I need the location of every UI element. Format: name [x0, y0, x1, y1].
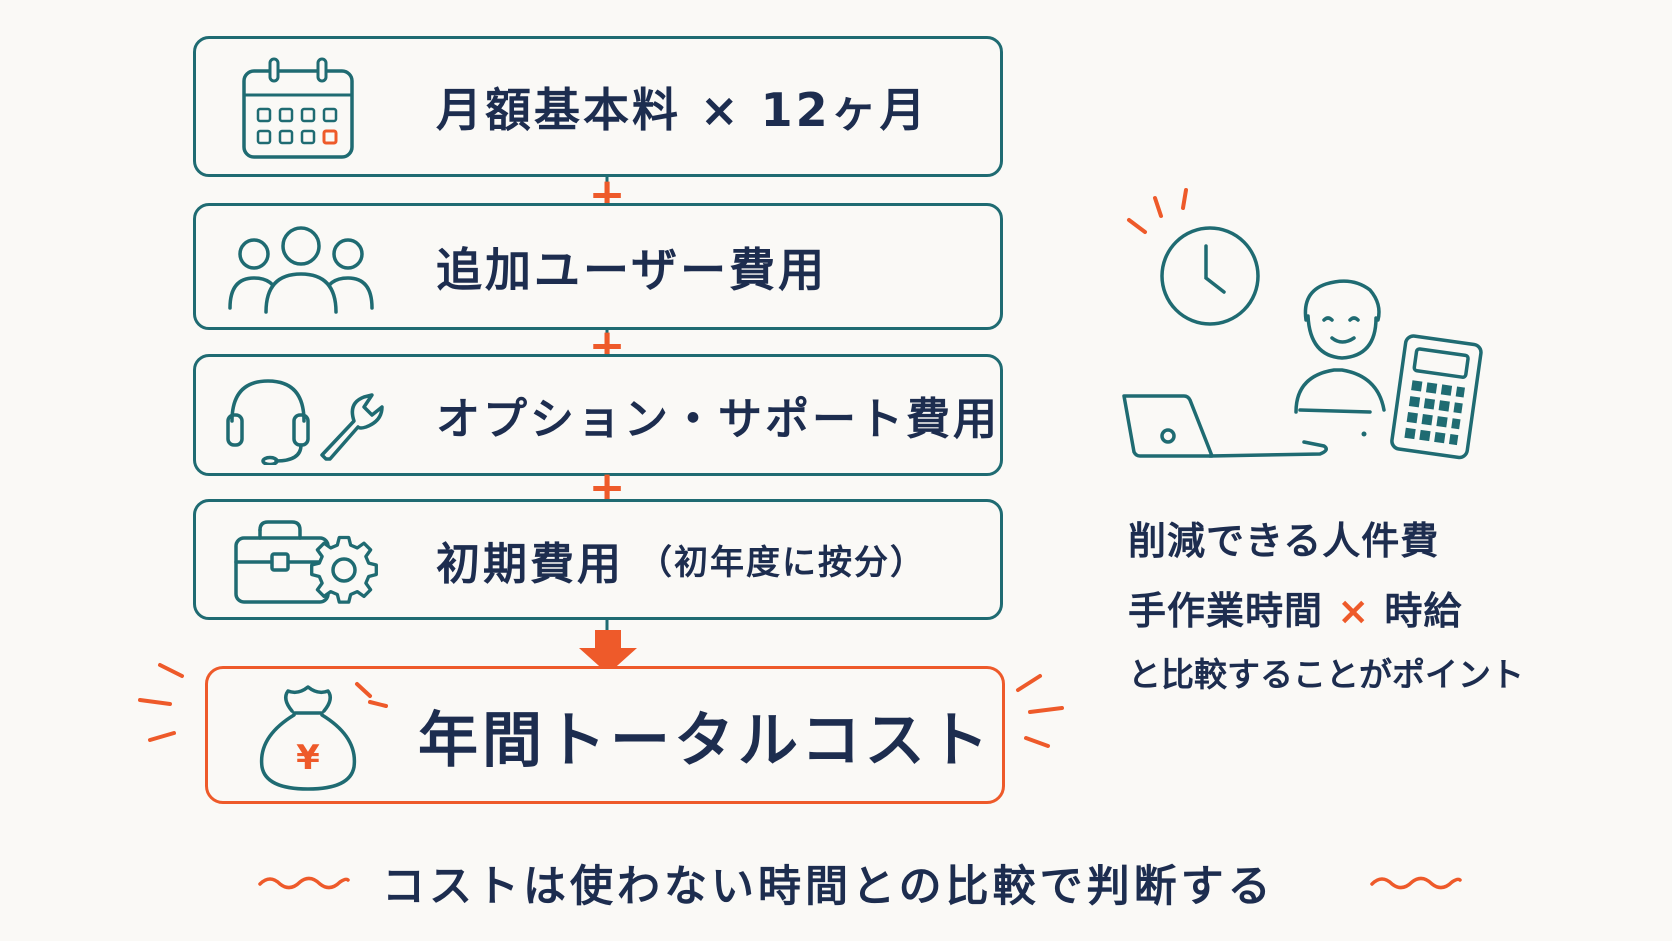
cost-item-sub-text: （初年度に按分） [638, 543, 926, 583]
cost-item-additional-users: 追加ユーザー費用 [193, 203, 1003, 330]
cost-item-main-text: 初期費用 [436, 538, 624, 590]
arrow-down-icon [579, 630, 637, 674]
cost-item-initial-fee: 初期費用 （初年度に按分） [193, 499, 1003, 620]
worker-illustration [1122, 188, 1483, 460]
users-icon [228, 226, 374, 314]
clock-icon [1160, 226, 1260, 326]
cost-item-label: オプション・サポート費用 [436, 394, 1000, 445]
side-text-manual-hours: 手作業時間 [1128, 589, 1324, 633]
wave-left-icon [258, 876, 350, 890]
side-text-line3: と比較することがポイント [1128, 655, 1524, 694]
person-laptop-icon [1122, 279, 1386, 458]
cost-item-monthly-fee: 月額基本料 × 12ヶ月 [193, 36, 1003, 177]
briefcase-gear-icon [234, 520, 378, 604]
side-text-line2: 手作業時間 × 時給 [1128, 580, 1462, 635]
cost-item-label: 月額基本料 × 12ヶ月 [436, 82, 929, 137]
cost-item-label: 初期費用 （初年度に按分） [436, 502, 926, 617]
calculator-icon [1390, 334, 1483, 460]
side-text-hourly-wage: 時給 [1384, 589, 1463, 633]
yen-symbol: ¥ [296, 738, 320, 778]
annual-total-cost-label: 年間トータルコスト [418, 705, 993, 776]
headset-wrench-icon [226, 379, 384, 465]
side-text-line1: 削減できる人件費 [1128, 519, 1440, 563]
wave-right-icon [1370, 876, 1462, 890]
footer-message: コストは使わない時間との比較で判断する [382, 862, 1275, 912]
annual-total-cost: ¥ 年間トータルコスト [205, 666, 1005, 804]
calendar-icon [242, 57, 354, 159]
money-bag-yen-icon: ¥ [259, 685, 357, 791]
cost-item-label: 追加ユーザー費用 [436, 242, 828, 297]
cost-item-options-support: オプション・サポート費用 [193, 354, 1003, 476]
multiply-operator: × [1337, 589, 1371, 633]
